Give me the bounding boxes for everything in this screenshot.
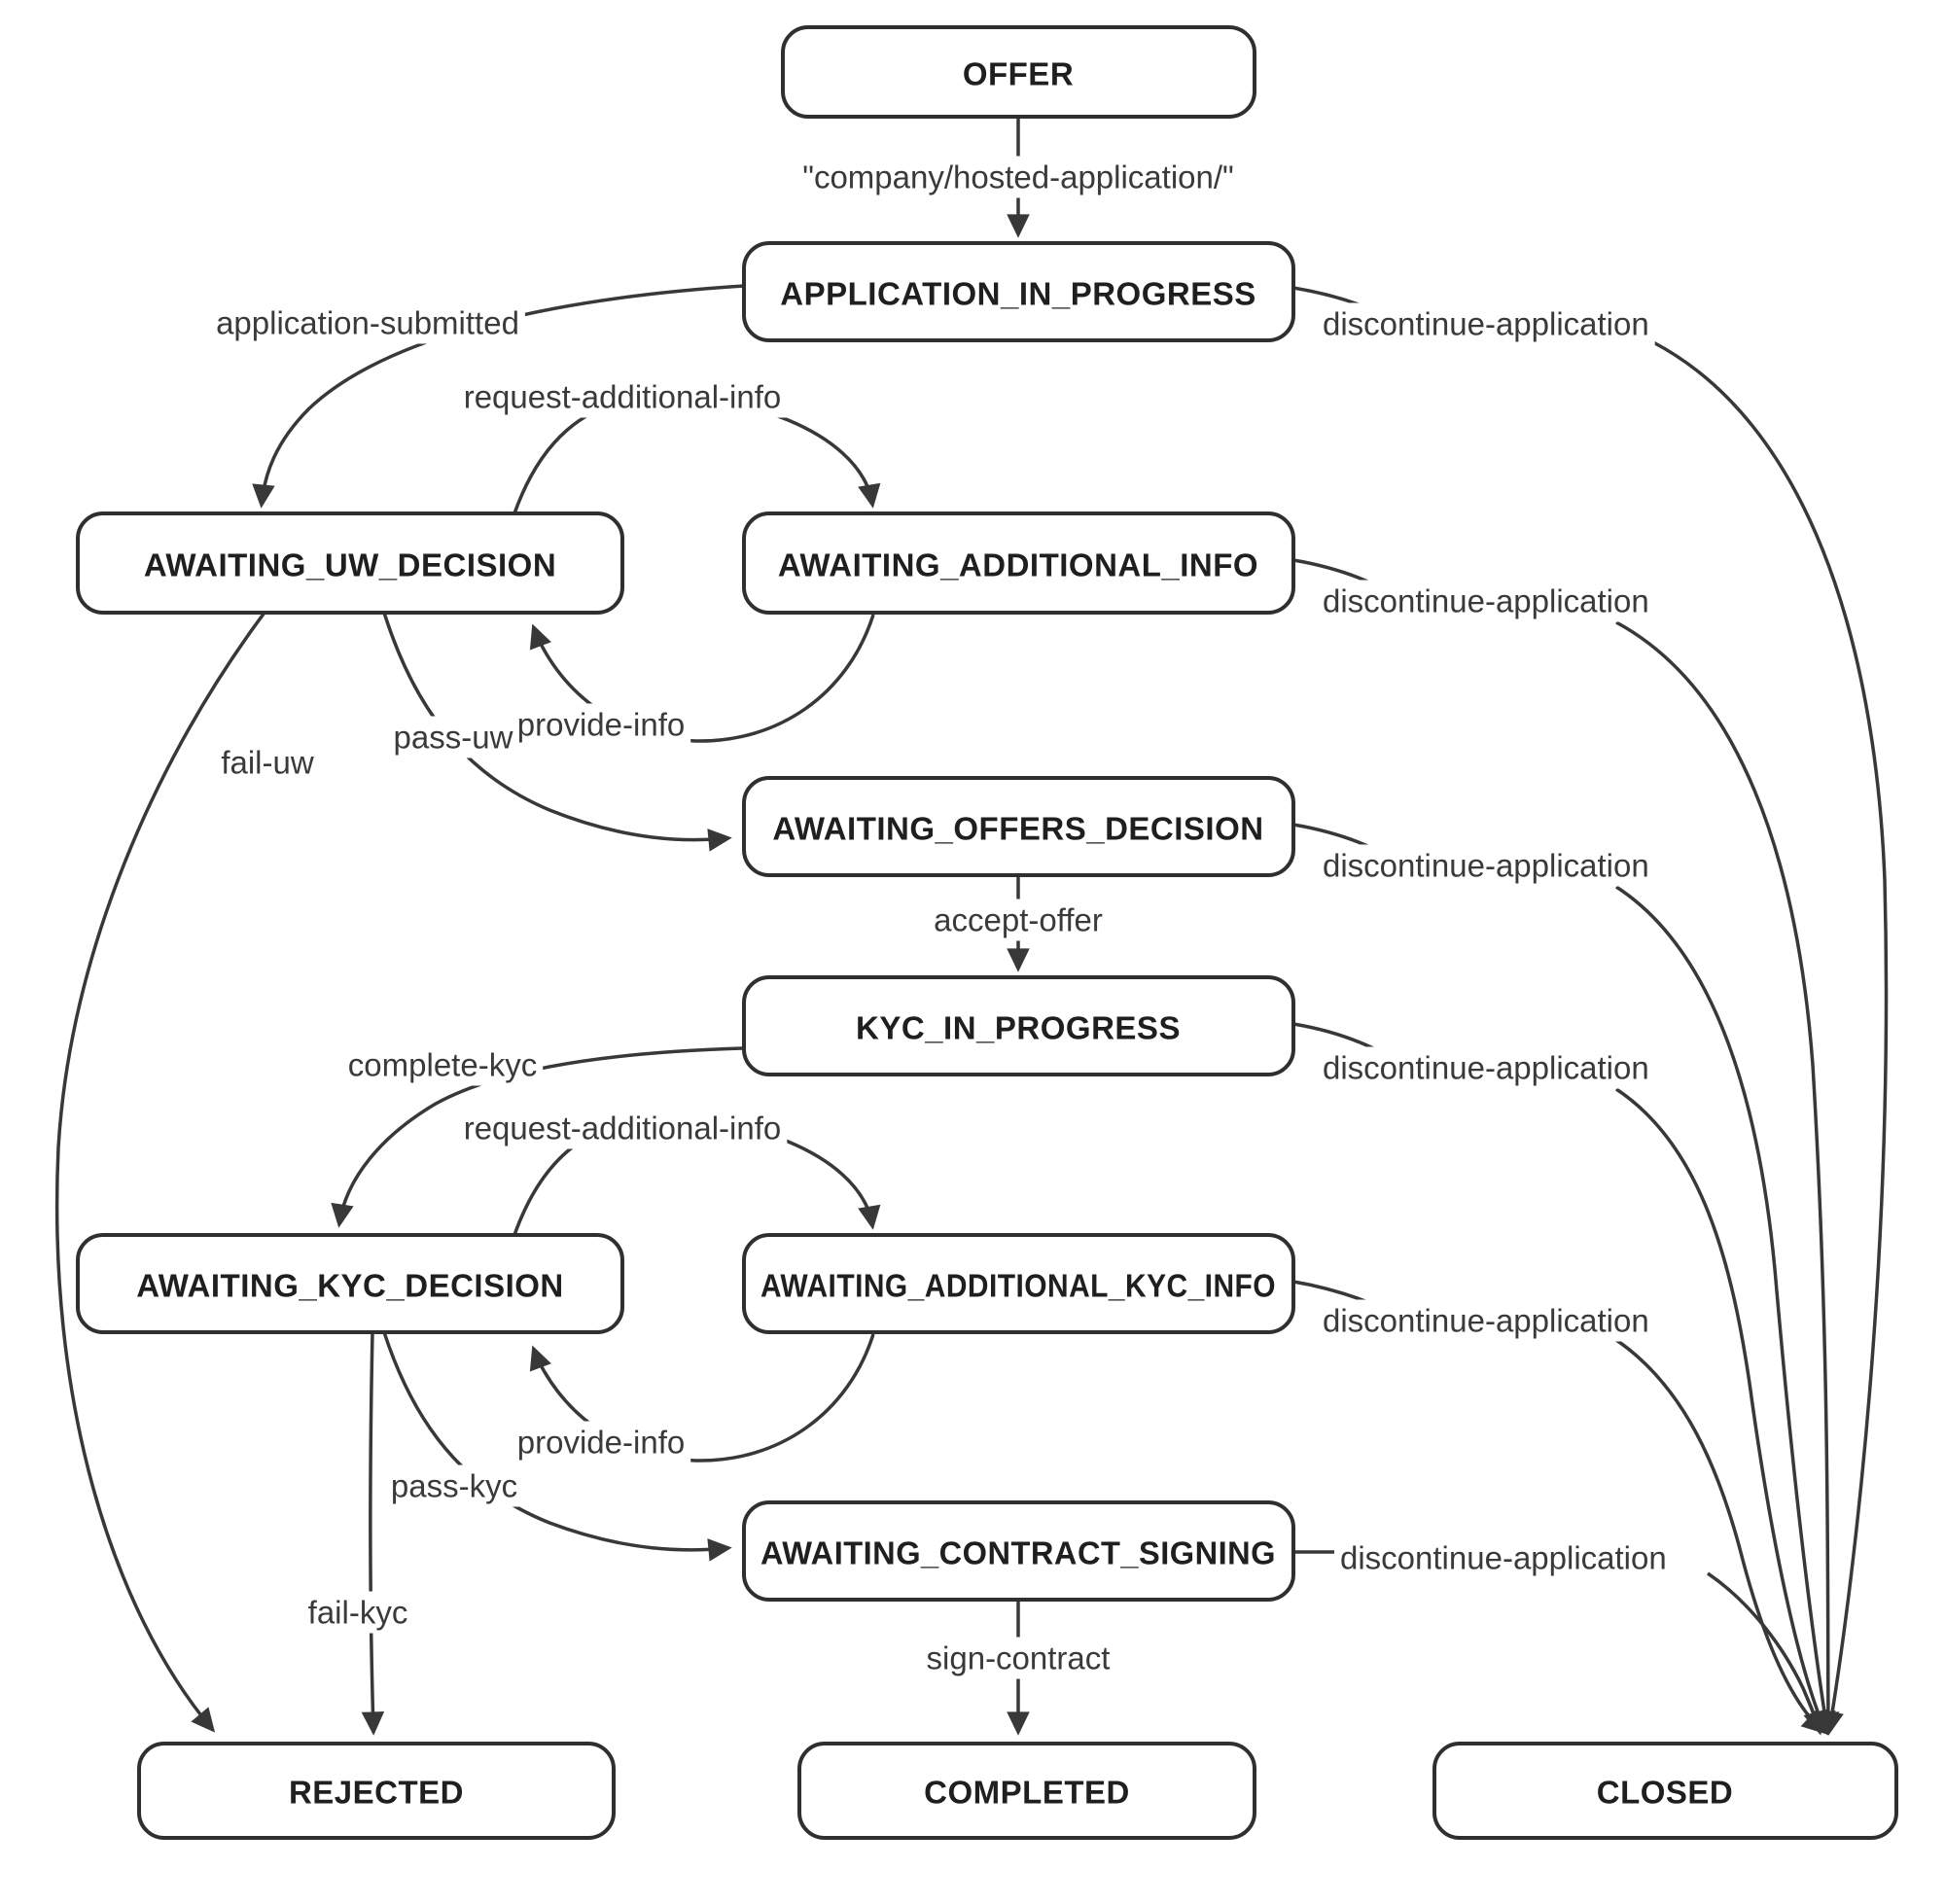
edge-kyc-in-progress-to-closed: [1615, 1087, 1828, 1736]
node-closed-label: CLOSED: [1597, 1775, 1734, 1811]
edge-label-discontinue-application-6: discontinue-application: [1340, 1540, 1667, 1576]
edge-application-in-progress-to-awaiting-uw-decision: [252, 284, 745, 509]
edge-label-pass-uw: pass-uw: [394, 720, 513, 756]
node-kyc-in-progress: KYC_IN_PROGRESS: [742, 975, 1295, 1076]
edge-application-in-progress-to-closed: [1652, 340, 1889, 1736]
edge-awaiting-additional-info-to-closed: [1615, 620, 1840, 1736]
edge-label-discontinue-application-3: discontinue-application: [1323, 848, 1649, 884]
edge-label-discontinue-application-2: discontinue-application: [1323, 583, 1649, 619]
edge-awaiting-contract-signing-to-closed: [1707, 1571, 1826, 1736]
edge-label-provide-info-2: provide-info: [517, 1425, 685, 1461]
node-awaiting-contract-signing-label: AWAITING_CONTRACT_SIGNING: [760, 1535, 1276, 1571]
node-offer-label: OFFER: [963, 56, 1074, 92]
node-awaiting-kyc-decision: AWAITING_KYC_DECISION: [76, 1233, 624, 1334]
node-awaiting-kyc-decision-label: AWAITING_KYC_DECISION: [136, 1268, 564, 1304]
node-completed: COMPLETED: [797, 1742, 1256, 1840]
node-kyc-in-progress-label: KYC_IN_PROGRESS: [856, 1010, 1181, 1046]
edge-awaiting-kyc-decision-to-rejected: [361, 1331, 385, 1736]
edge-label-discontinue-application-5: discontinue-application: [1323, 1303, 1649, 1339]
node-awaiting-offers-decision: AWAITING_OFFERS_DECISION: [742, 776, 1295, 877]
edge-awaiting-uw-decision-to-awaiting-offers-decision: [382, 612, 732, 852]
edge-awaiting-kyc-decision-to-awaiting-contract-signing: [382, 1331, 732, 1562]
edge-label-fail-kyc: fail-kyc: [308, 1595, 408, 1631]
edge-label-pass-kyc: pass-kyc: [391, 1468, 517, 1504]
edge-label-discontinue-application-1: discontinue-application: [1323, 306, 1649, 342]
nodes: OFFER APPLICATION_IN_PROGRESS AWAITING_U…: [76, 25, 1898, 1840]
edge-label-discontinue-application-4: discontinue-application: [1323, 1050, 1649, 1086]
node-rejected: REJECTED: [137, 1742, 616, 1840]
edge-label-request-additional-info-2: request-additional-info: [464, 1111, 782, 1146]
node-awaiting-offers-decision-label: AWAITING_OFFERS_DECISION: [772, 811, 1263, 847]
edge-label-provide-info-1: provide-info: [517, 707, 685, 743]
edge-label-complete-kyc: complete-kyc: [348, 1047, 537, 1083]
edges: [54, 117, 1889, 1736]
edge-awaiting-additional-kyc-info-to-closed: [1615, 1338, 1826, 1735]
node-awaiting-additional-info: AWAITING_ADDITIONAL_INFO: [742, 511, 1295, 615]
node-awaiting-additional-info-label: AWAITING_ADDITIONAL_INFO: [778, 547, 1258, 583]
edge-label-sign-contract: sign-contract: [927, 1640, 1111, 1676]
edge-label-fail-uw: fail-uw: [221, 745, 314, 781]
edge-kyc-in-progress-to-awaiting-kyc-decision: [331, 1046, 745, 1228]
node-offer: OFFER: [781, 25, 1256, 119]
edge-awaiting-offers-decision-to-closed: [1615, 885, 1836, 1736]
edge-labels: "company/hosted-application/" applicatio…: [210, 156, 1673, 1679]
edge-awaiting-uw-decision-to-rejected: [54, 611, 266, 1733]
node-awaiting-contract-signing: AWAITING_CONTRACT_SIGNING: [742, 1500, 1295, 1602]
node-closed: CLOSED: [1432, 1742, 1898, 1840]
node-completed-label: COMPLETED: [924, 1775, 1130, 1811]
edge-label-application-submitted: application-submitted: [216, 305, 519, 341]
edge-awaiting-additional-info-to-awaiting-uw-decision: [529, 614, 875, 743]
node-application-in-progress-label: APPLICATION_IN_PROGRESS: [780, 276, 1255, 312]
edge-awaiting-additional-kyc-info-to-awaiting-kyc-decision: [529, 1333, 875, 1463]
edge-label-hosted-application: "company/hosted-application/": [802, 159, 1234, 195]
edge-label-accept-offer: accept-offer: [934, 902, 1103, 938]
node-rejected-label: REJECTED: [289, 1775, 464, 1811]
node-application-in-progress: APPLICATION_IN_PROGRESS: [742, 241, 1295, 342]
node-awaiting-uw-decision: AWAITING_UW_DECISION: [76, 511, 624, 615]
node-awaiting-additional-kyc-info: AWAITING_ADDITIONAL_KYC_INFO: [742, 1233, 1295, 1334]
node-awaiting-uw-decision-label: AWAITING_UW_DECISION: [144, 547, 556, 583]
node-awaiting-additional-kyc-info-label: AWAITING_ADDITIONAL_KYC_INFO: [760, 1268, 1276, 1304]
edge-label-request-additional-info-1: request-additional-info: [464, 379, 782, 415]
